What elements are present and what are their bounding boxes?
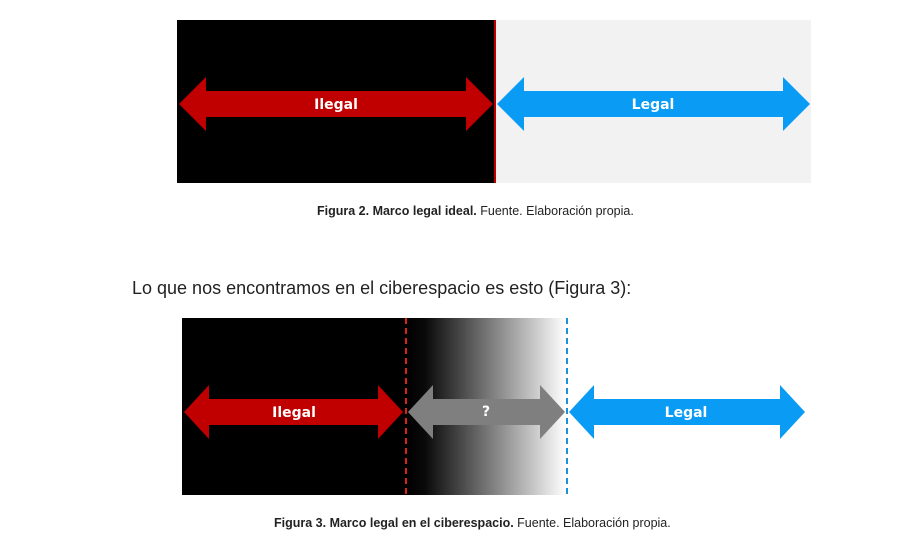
unknown-label: ? — [482, 404, 490, 420]
legal-double-arrow — [569, 385, 805, 439]
legal-label: Legal — [665, 405, 708, 421]
legal-double-arrow — [497, 77, 810, 131]
illegal-label: Ilegal — [314, 97, 358, 113]
figure-2-diagram: Ilegal Legal — [177, 20, 811, 183]
figure-2-caption-title: Figura 2. Marco legal ideal. — [317, 204, 477, 218]
figure-2-caption-source: Fuente. Elaboración propia. — [476, 204, 634, 218]
illegal-double-arrow — [184, 385, 403, 439]
figure-2-caption: Figura 2. Marco legal ideal. Fuente. Ela… — [317, 204, 634, 218]
unknown-double-arrow — [408, 385, 565, 439]
figure-3-cyberspace-legal-framework: Ilegal ? Legal — [182, 318, 806, 495]
figure-3-caption: Figura 3. Marco legal en el ciberespacio… — [274, 516, 671, 530]
body-paragraph: Lo que nos encontramos en el ciberespaci… — [132, 278, 632, 298]
figure-3-caption-title: Figura 3. Marco legal en el ciberespacio… — [274, 516, 514, 530]
legal-label: Legal — [632, 97, 675, 113]
figure-3-caption-source: Fuente. Elaboración propia. — [513, 516, 671, 530]
figure-2-ideal-legal-framework: Ilegal Legal — [177, 20, 811, 183]
illegal-double-arrow — [179, 77, 493, 131]
illegal-label: Ilegal — [272, 405, 316, 421]
figure-3-diagram: Ilegal ? Legal — [182, 318, 805, 495]
